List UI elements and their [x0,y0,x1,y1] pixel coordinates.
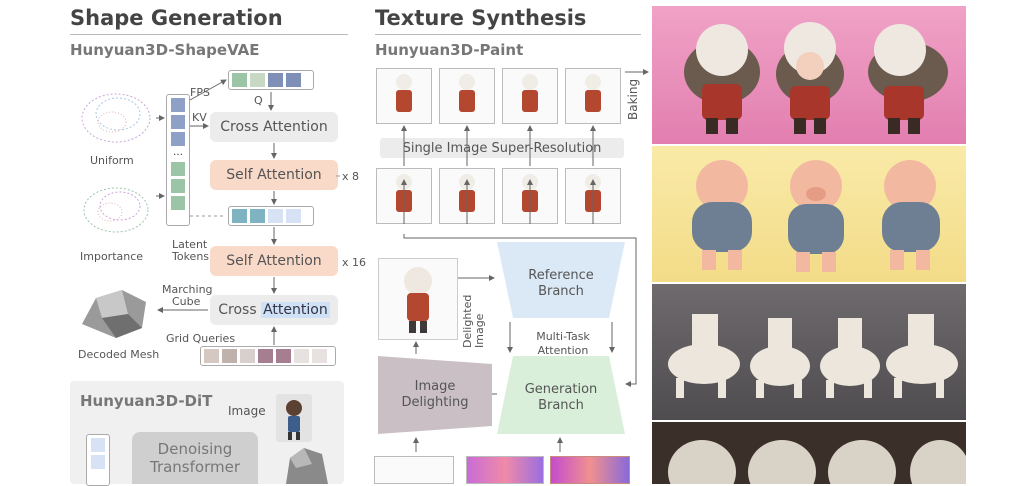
cross-attention-text: Cross [218,302,262,318]
paint-subtitle: Hunyuan3D-Paint [375,41,524,59]
delighted-image [378,258,458,340]
marching-cube-label-1: Marching [162,283,213,296]
marching-cube-label-2: Cube [172,295,201,308]
character-thumbs [396,74,601,212]
generation-branch-label: Generation Branch [497,382,625,414]
latent-tokens [228,206,314,226]
result-helmet [652,422,966,484]
q-label: Q [254,94,263,107]
importance-label: Importance [80,250,144,263]
shape-generation-title: Shape Generation [70,6,283,30]
uniform-point-cloud [81,93,151,143]
shapevae-subtitle: Hunyuan3D-ShapeVAE [70,41,260,59]
branch-label: Branch [538,284,584,299]
texture-arrows [401,69,649,452]
texture-synthesis-title: Texture Synthesis [375,6,587,30]
repeat-16-label: x 16 [342,256,367,269]
latent-tokens-label-2: Tokens [172,250,210,263]
fps-label: FPS [190,86,210,99]
multi-task-attention-label: Multi-Task Attention [520,330,606,358]
query-tokens [228,70,314,90]
uniform-label: Uniform [90,154,134,167]
decoded-mesh-image [82,290,146,338]
importance-point-cloud [83,187,149,233]
latent-tokens-label-1: Latent [172,238,208,251]
grid-query-tokens [200,346,336,366]
self-attention-block-1: Self Attention [210,160,338,190]
self-attention-block-2: Self Attention [210,246,338,276]
image-text: Image [414,379,456,394]
multi-task-text: Multi-Task [536,330,590,343]
result-pig [652,146,966,282]
denoising-transformer-block: Denoising Transformer [132,432,258,484]
generation-text: Generation [524,382,598,397]
repeat-8-label: x 8 [342,170,360,183]
condition-image [276,394,312,442]
generation-branch-shape [497,356,625,434]
divider [375,34,641,35]
super-resolution-block: Single Image Super-Resolution [380,138,624,158]
kv-label: KV [192,111,207,124]
dit-mesh-image [286,448,328,484]
dit-subtitle: Hunyuan3D-DiT [80,392,213,410]
reference-label: Reference [528,268,594,283]
image-delighting-label: Image Delighting [378,379,492,411]
input-token-column: … [166,94,190,226]
decoded-mesh-label: Decoded Mesh [78,348,160,361]
result-elephant [652,284,966,420]
branch-text: Branch [538,398,584,413]
image-label: Image [228,404,266,418]
grid-queries-label: Grid Queries [166,332,236,345]
input-image-thumb [374,456,454,484]
shape-arrows [156,79,340,345]
attention-text: Attention [537,344,589,357]
image-delighting-shape [378,356,492,434]
noise-token-column [86,434,110,486]
transformer-label: Transformer [149,458,240,476]
result-cat-girl [652,6,966,144]
denoising-label: Denoising [157,440,233,458]
reference-branch-label: Reference Branch [497,268,625,300]
divider [70,34,348,35]
reference-branch-shape [497,242,625,318]
cross-attention-block-2: Cross Attention [210,295,338,325]
delighting-text: Delighting [401,395,469,410]
cross-attention-block-1: Cross Attention [210,112,338,142]
selected-attention-text[interactable]: Attention [261,302,330,318]
